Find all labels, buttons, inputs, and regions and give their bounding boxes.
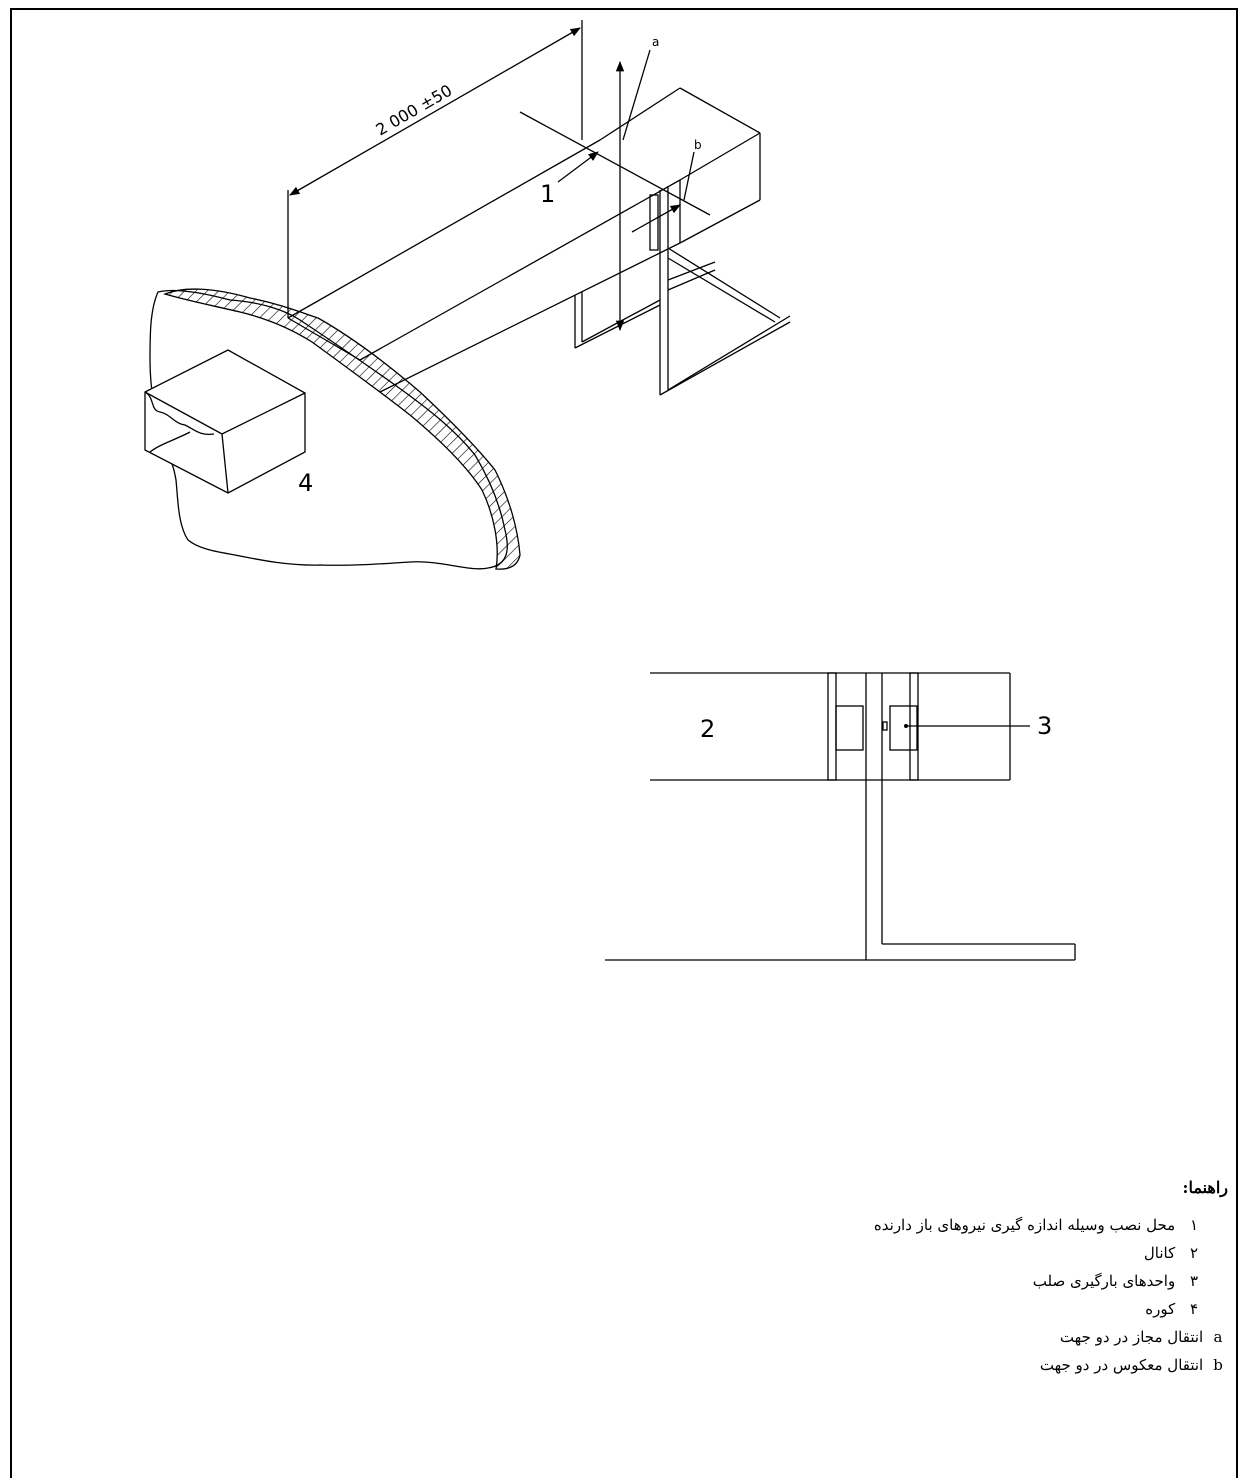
callout-3: 3: [1037, 712, 1052, 740]
legend: راهنما: ۱ محل نصب وسیله اندازه گیری نیرو…: [588, 1178, 1228, 1379]
support-stand: [574, 186, 791, 396]
isometric-view: [144, 20, 791, 570]
legend-text: کوره: [1145, 1300, 1176, 1318]
legend-key: ۴: [1189, 1300, 1199, 1318]
callout-1: 1: [540, 180, 555, 208]
dimension-label: 2 000 ±50: [373, 81, 456, 140]
legend-title: راهنما:: [1182, 1178, 1228, 1197]
legend-key: ۲: [1189, 1244, 1199, 1262]
legend-text: کانال: [1143, 1244, 1176, 1262]
legend-text: انتقال معکوس در دو جهت: [1039, 1356, 1204, 1374]
legend-item-a: a انتقال مجاز در دو جهت: [588, 1323, 1228, 1351]
callout-2: 2: [700, 715, 715, 743]
legend-text: واحدهای بارگیری صلب: [1032, 1272, 1176, 1290]
callout-4: 4: [298, 469, 313, 497]
legend-key: b: [1213, 1356, 1223, 1374]
callout-a: a: [652, 35, 659, 49]
callout-b: b: [694, 138, 702, 152]
legend-item-2: ۲ کانال: [588, 1239, 1228, 1267]
furnace-wall-hatch: [163, 288, 521, 570]
page-frame: [10, 8, 1238, 1478]
legend-key: ۳: [1189, 1272, 1199, 1290]
legend-item-b: b انتقال معکوس در دو جهت: [588, 1351, 1228, 1379]
section-view: [605, 672, 1076, 961]
furnace-duct-stub: [144, 349, 306, 494]
legend-item-4: ۴ کوره: [588, 1295, 1228, 1323]
legend-item-1: ۱ محل نصب وسیله اندازه گیری نیروهای باز …: [588, 1211, 1228, 1239]
legend-key: ۱: [1189, 1216, 1199, 1234]
legend-key: a: [1213, 1328, 1223, 1346]
legend-text: محل نصب وسیله اندازه گیری نیروهای باز دا…: [873, 1216, 1176, 1234]
legend-item-3: ۳ واحدهای بارگیری صلب: [588, 1267, 1228, 1295]
legend-text: انتقال مجاز در دو جهت: [1059, 1328, 1204, 1346]
